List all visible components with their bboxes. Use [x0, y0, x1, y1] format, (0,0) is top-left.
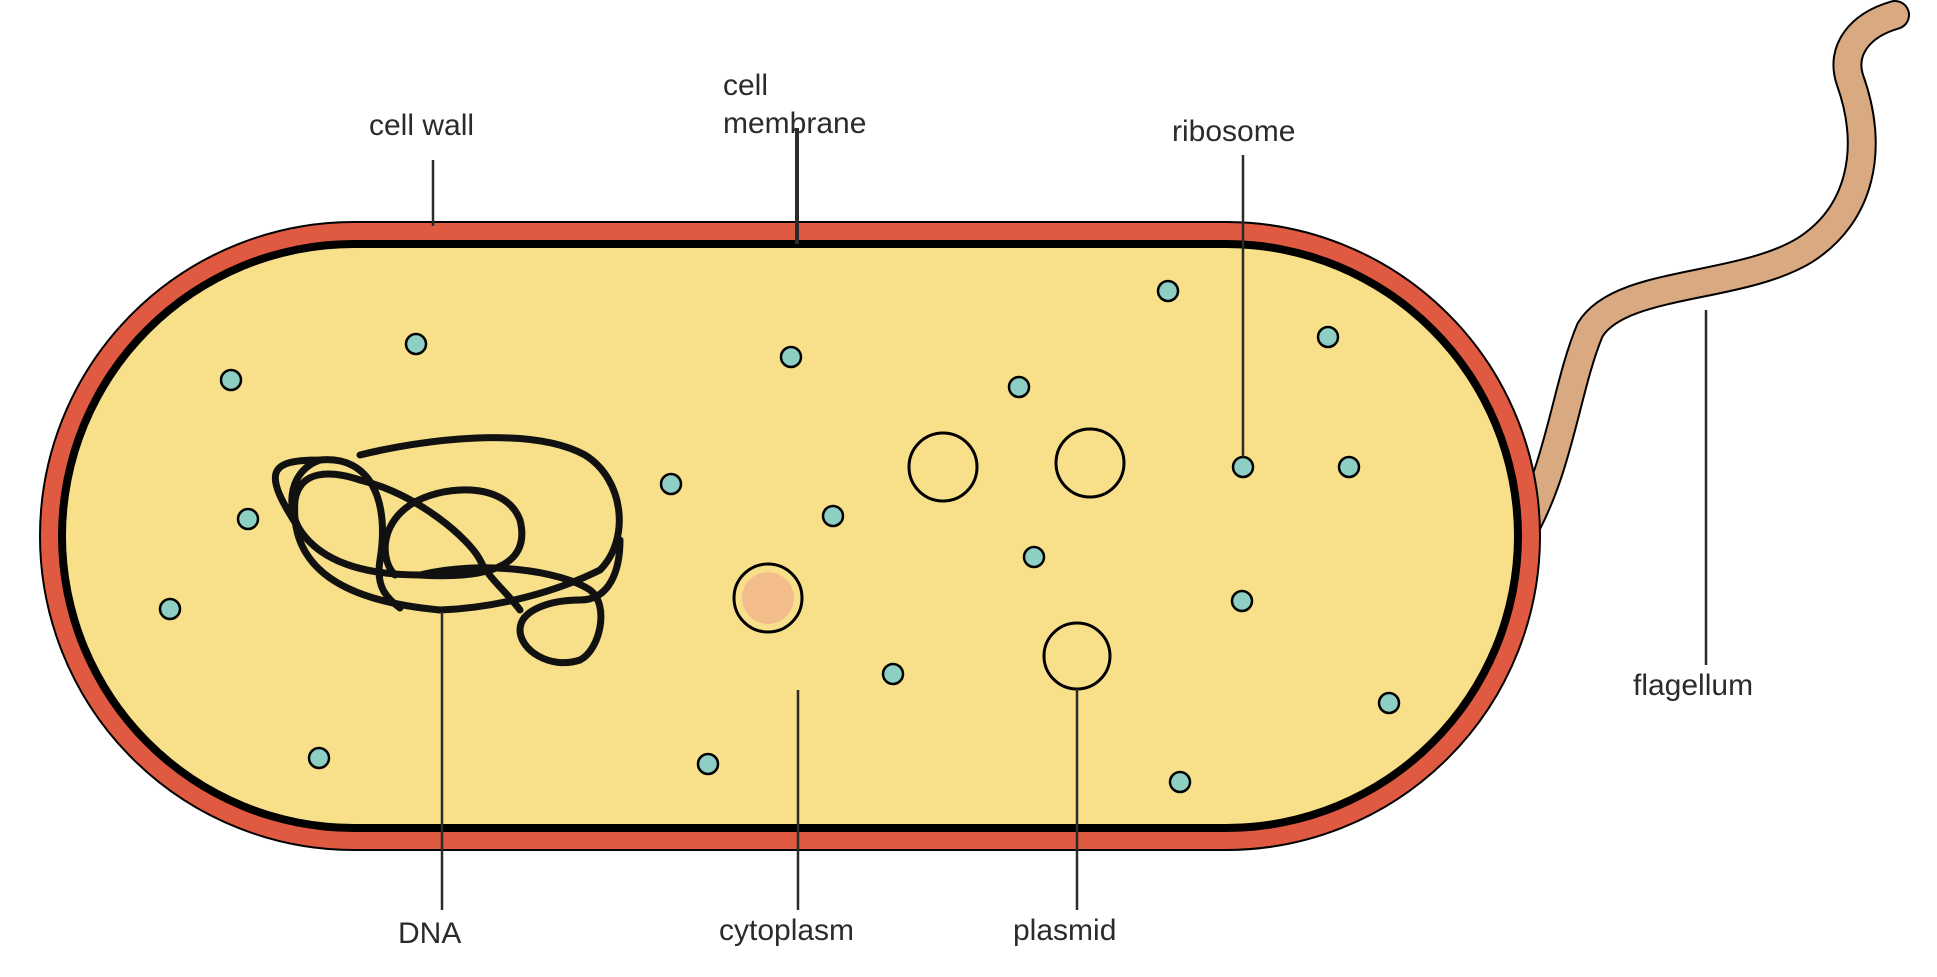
ribosome [696, 752, 720, 776]
ribosome [404, 332, 428, 356]
plasmid-circle [907, 431, 979, 503]
ribosome [1231, 455, 1255, 479]
plasmid-circle [1054, 427, 1126, 499]
ribosome [1007, 375, 1031, 399]
plasmid-circle [1042, 621, 1112, 691]
ribosome [1230, 589, 1254, 613]
ribosome [881, 662, 905, 686]
cell-membrane-label-line1: cell [723, 69, 768, 102]
ribosome [779, 345, 803, 369]
ribosome [1337, 455, 1361, 479]
ribosome [1168, 770, 1192, 794]
ribosome [1156, 279, 1180, 303]
inclusion-granule-core [742, 572, 794, 624]
ribosome [158, 597, 182, 621]
dna [271, 434, 624, 667]
ribosome-label: ribosome [1172, 115, 1295, 148]
ribosome [659, 472, 683, 496]
dna-label: DNA [398, 917, 461, 950]
ribosome [1377, 691, 1401, 715]
flagellum-fill [1505, 2, 1908, 553]
ribosome [821, 504, 845, 528]
ribosome [307, 746, 331, 770]
cell-membrane-label-line2: membrane [723, 107, 866, 140]
ribosome [1316, 325, 1340, 349]
ribosome [219, 368, 243, 392]
cytoplasm [66, 248, 1514, 824]
ribosomes [158, 279, 1401, 794]
flagellum-label: flagellum [1633, 669, 1753, 702]
plasmids [907, 427, 1126, 691]
cell-wall-label: cell wall [369, 109, 474, 142]
ribosome [1022, 545, 1046, 569]
plasmid-label: plasmid [1013, 914, 1116, 947]
cytoplasm-label: cytoplasm [719, 914, 854, 947]
ribosome [236, 507, 260, 531]
